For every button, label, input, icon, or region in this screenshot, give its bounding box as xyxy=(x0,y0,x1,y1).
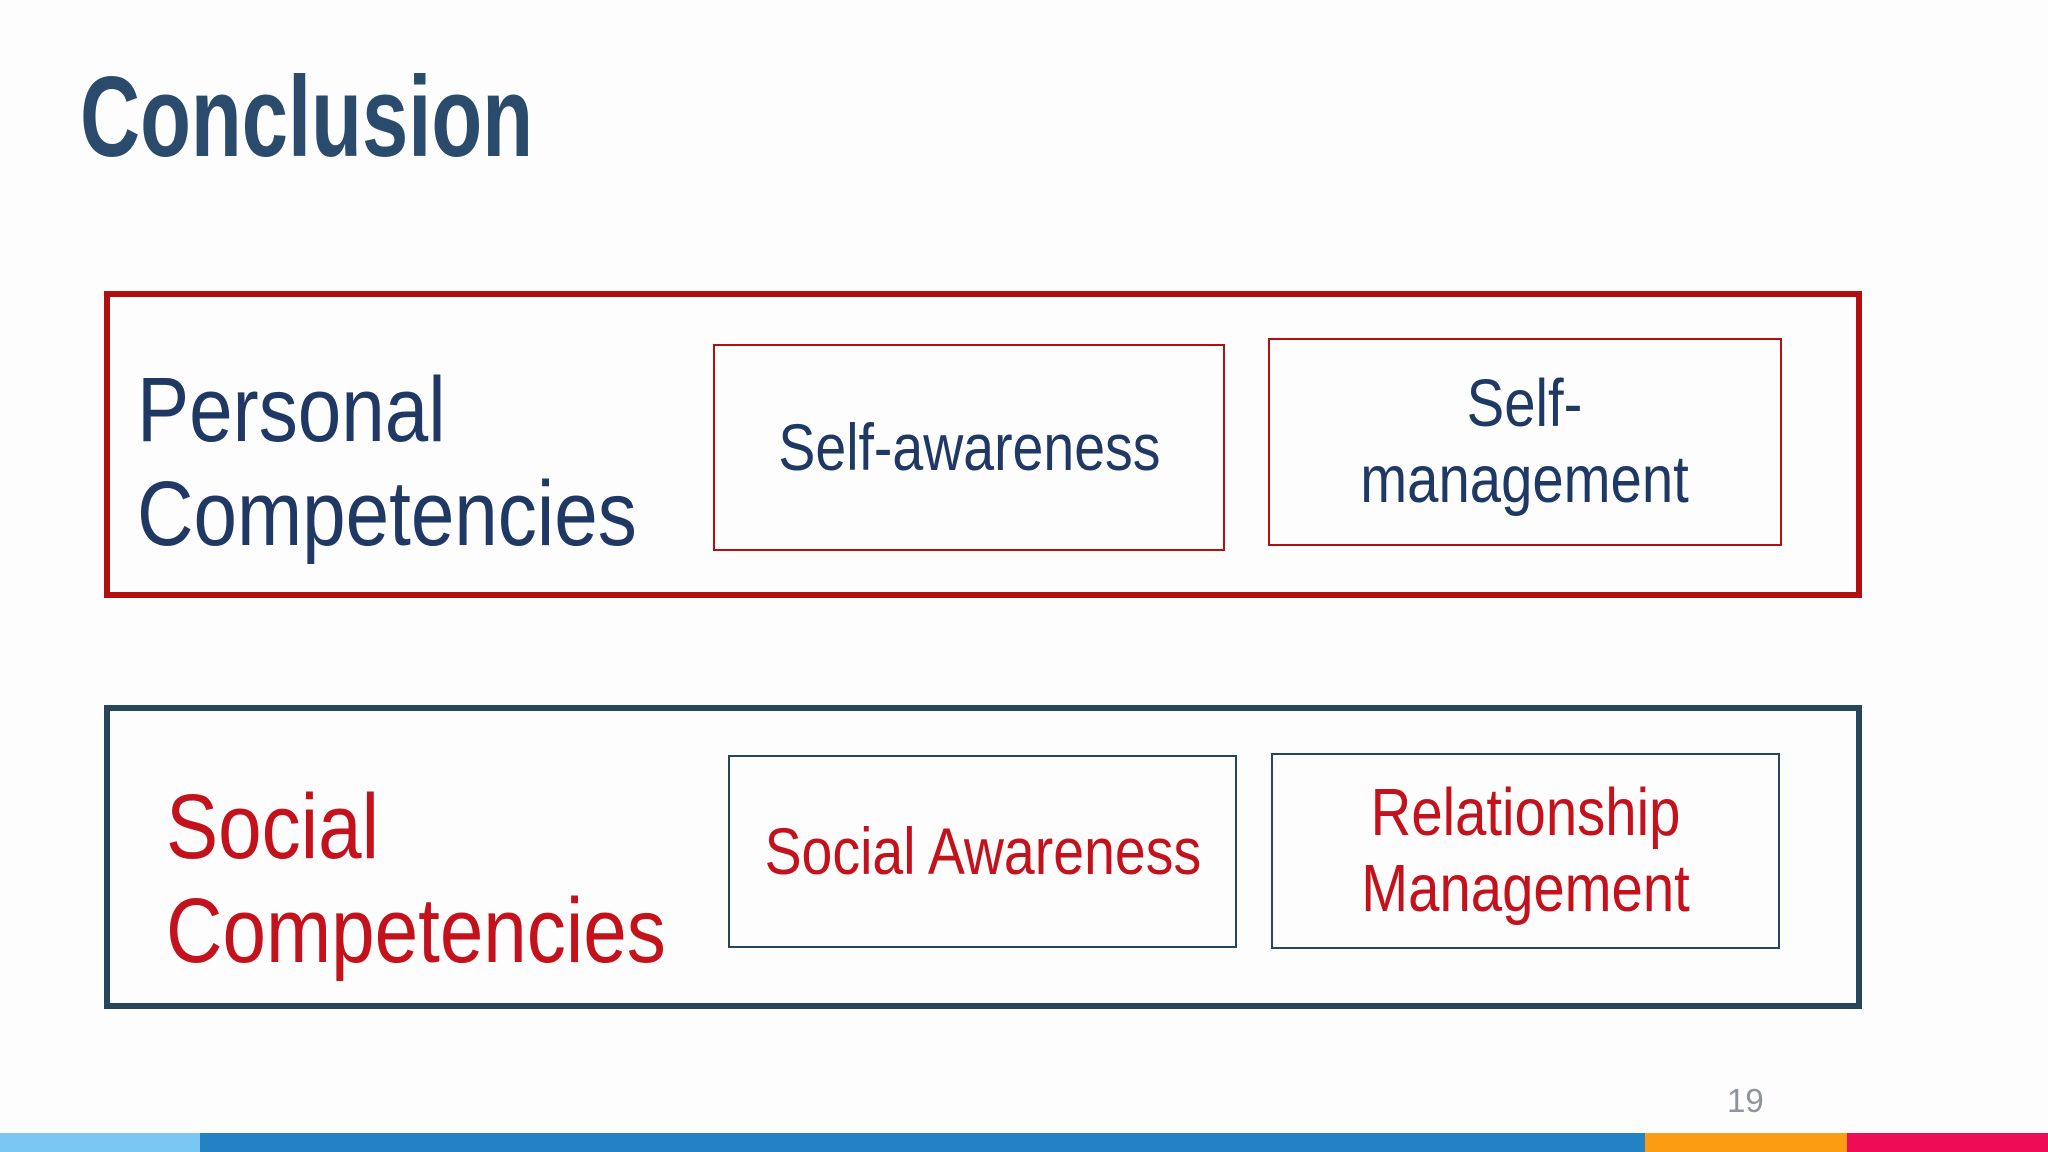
personal-label-line-1: Personal xyxy=(137,359,446,461)
social-awareness-label: Social Awareness xyxy=(764,814,1201,889)
social-competencies-group-box: Social Competencies Social Awareness Rel… xyxy=(104,705,1862,1009)
footer-bar-segment-lightblue xyxy=(0,1133,200,1152)
social-label-line-1: Social xyxy=(166,776,379,878)
footer-bar-segment-pink xyxy=(1847,1133,2048,1152)
self-management-label-line-2: management xyxy=(1360,442,1690,517)
relationship-management-label-line-1: Relationship xyxy=(1370,775,1681,850)
relationship-management-label: Relationship Management xyxy=(1361,775,1690,927)
social-label-line-2: Competencies xyxy=(166,880,666,982)
personal-competencies-label: Personal Competencies xyxy=(137,358,637,566)
footer-bar-segment-orange xyxy=(1645,1133,1847,1152)
relationship-management-label-line-2: Management xyxy=(1361,851,1690,926)
self-management-box: Self- management xyxy=(1268,338,1782,546)
slide-title: Conclusion xyxy=(80,54,534,181)
footer-bar-segment-blue xyxy=(200,1133,1645,1152)
personal-label-line-2: Competencies xyxy=(137,463,637,565)
self-awareness-label: Self-awareness xyxy=(777,410,1161,485)
personal-competencies-group-box: Personal Competencies Self-awareness Sel… xyxy=(104,291,1862,598)
self-management-label: Self- management xyxy=(1361,366,1690,518)
social-competencies-label: Social Competencies xyxy=(166,775,666,983)
social-awareness-box: Social Awareness xyxy=(728,755,1237,948)
self-management-label-line-1: Self- xyxy=(1467,366,1583,441)
relationship-management-box: Relationship Management xyxy=(1271,753,1780,949)
self-awareness-box: Self-awareness xyxy=(713,344,1225,551)
page-number: 19 xyxy=(1727,1082,1764,1119)
footer-color-bar xyxy=(0,1133,2048,1152)
